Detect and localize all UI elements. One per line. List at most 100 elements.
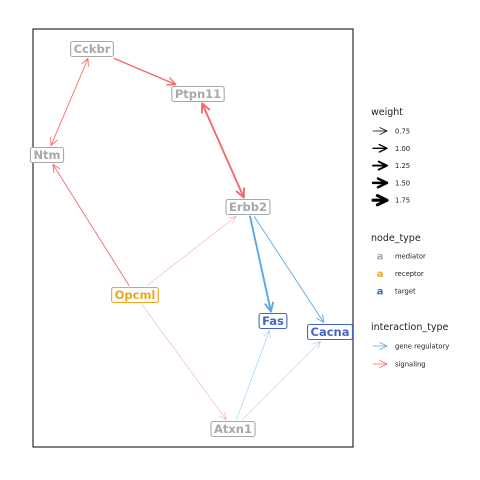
legend-weight-label: 1.75 [395, 197, 410, 205]
legend-interaction-type: interaction_type gene regulatory signalin… [371, 322, 449, 369]
edge-line [242, 341, 321, 420]
legend-weight-item: 1.50 [371, 177, 410, 189]
legend-node-type: node_type a mediator a receptor a target [371, 233, 426, 298]
node-label: Cckbr [74, 42, 111, 56]
legend-weight-title: weight [371, 107, 403, 118]
node-label: Erbb2 [229, 200, 267, 214]
node-cacna: Cacna [306, 323, 354, 341]
node-box [210, 420, 256, 438]
legend-interaction-items: gene regulatory signaling [372, 342, 449, 369]
node-ptpn11: Ptpn11 [171, 85, 225, 103]
arrow-head [264, 301, 275, 313]
legend-arrow-head [379, 360, 388, 368]
node-box [306, 323, 354, 341]
edge-atxn1-cacna [242, 341, 321, 420]
node-label: Ptpn11 [175, 87, 221, 101]
legend-arrow-head [376, 177, 389, 189]
arrow-head [52, 164, 61, 173]
arrow-head [316, 314, 325, 323]
legend-weight-items: 0.75 1.00 1.25 1.50 1.75 [371, 127, 410, 207]
arrow-head [219, 411, 227, 420]
legend-arrow-head [379, 127, 388, 135]
legend-arrow-head [378, 143, 388, 153]
node-cckbr: Cckbr [70, 40, 114, 58]
edge-line [249, 215, 272, 313]
arrow-head [200, 102, 211, 114]
edge-line [146, 216, 237, 286]
edge-ptpn11-erbb2 [200, 102, 246, 199]
edge-atxn1-fas [236, 330, 271, 420]
legend-interaction-item: gene regulatory [372, 342, 449, 351]
node-label: Ntm [33, 148, 60, 162]
legend-node-glyph: a [377, 252, 384, 263]
legend-node-glyph: a [377, 269, 384, 280]
arrow-head [166, 77, 177, 86]
node-fas: Fas [258, 312, 288, 330]
legend-node-glyph: a [377, 287, 384, 298]
edge-line [253, 216, 325, 323]
legend-weight-label: 1.50 [395, 179, 410, 187]
edge-opcml-ntm [52, 164, 130, 286]
node-box [171, 85, 225, 103]
legend-node-type-label: target [395, 288, 416, 296]
legend-node-type-label: receptor [395, 270, 424, 278]
legend-weight-label: 0.75 [395, 128, 410, 136]
edge-line [201, 102, 245, 199]
node-box [225, 198, 271, 216]
node-label: Fas [262, 314, 284, 328]
node-ntm: Ntm [29, 146, 65, 164]
legend-weight-label: 1.25 [395, 162, 410, 170]
edge-cckbr-ptpn11 [113, 57, 177, 86]
legend-node-type-title: node_type [371, 233, 421, 244]
node-label: Atxn1 [214, 422, 252, 436]
node-erbb2: Erbb2 [225, 198, 271, 216]
legend-weight: weight 0.75 1.00 1.25 1.50 1.75 [371, 107, 410, 207]
legend-node-type-item: a mediator [377, 252, 426, 263]
legend-node-type-item: a receptor [377, 269, 424, 280]
node-box [258, 312, 288, 330]
arrow-head [50, 136, 58, 146]
legend-weight-item: 1.00 [372, 143, 410, 153]
legend-arrow-head [379, 342, 388, 350]
legend-node-type-label: mediator [395, 253, 426, 261]
node-box [111, 286, 159, 304]
edges-layer [50, 57, 325, 420]
edge-line [113, 57, 177, 86]
edge-cckbr-ntm [50, 58, 89, 146]
legend-node-type-items: a mediator a receptor a target [377, 252, 426, 298]
legend-weight-item: 1.75 [371, 194, 410, 207]
node-label: Opcml [115, 288, 156, 302]
arrow-head [228, 216, 237, 224]
plot-panel [32, 28, 354, 448]
node-atxn1: Atxn1 [210, 420, 256, 438]
edge-line [141, 304, 227, 420]
legend-weight-item: 1.25 [372, 160, 410, 171]
legend-arrow-head [377, 160, 388, 171]
legend-arrow-head [375, 194, 389, 207]
edge-erbb2-cacna [253, 216, 325, 323]
arrow-head [263, 330, 271, 339]
legend-interaction-label: signaling [395, 361, 426, 369]
legend-weight-label: 1.00 [395, 145, 410, 153]
edge-line [52, 164, 130, 286]
edge-erbb2-fas [249, 215, 275, 313]
edge-opcml-atxn1 [141, 304, 227, 420]
legend-interaction-item: signaling [372, 360, 426, 369]
legend-node-type-item: a target [377, 287, 416, 298]
edge-opcml-erbb2 [146, 216, 237, 286]
legend-interaction-label: gene regulatory [395, 343, 449, 351]
node-box [70, 40, 114, 58]
legend-interaction-type-title: interaction_type [371, 322, 449, 333]
edge-line [236, 330, 270, 420]
node-box [29, 146, 65, 164]
arrow-head [313, 341, 321, 349]
edge-line [50, 58, 89, 146]
legend: weight 0.75 1.00 1.25 1.50 1.75 node_type a m… [371, 107, 449, 369]
node-opcml: Opcml [111, 286, 159, 304]
node-label: Cacna [311, 325, 350, 339]
arrow-head [81, 58, 89, 68]
legend-weight-item: 0.75 [372, 127, 410, 136]
arrow-head [235, 187, 246, 199]
